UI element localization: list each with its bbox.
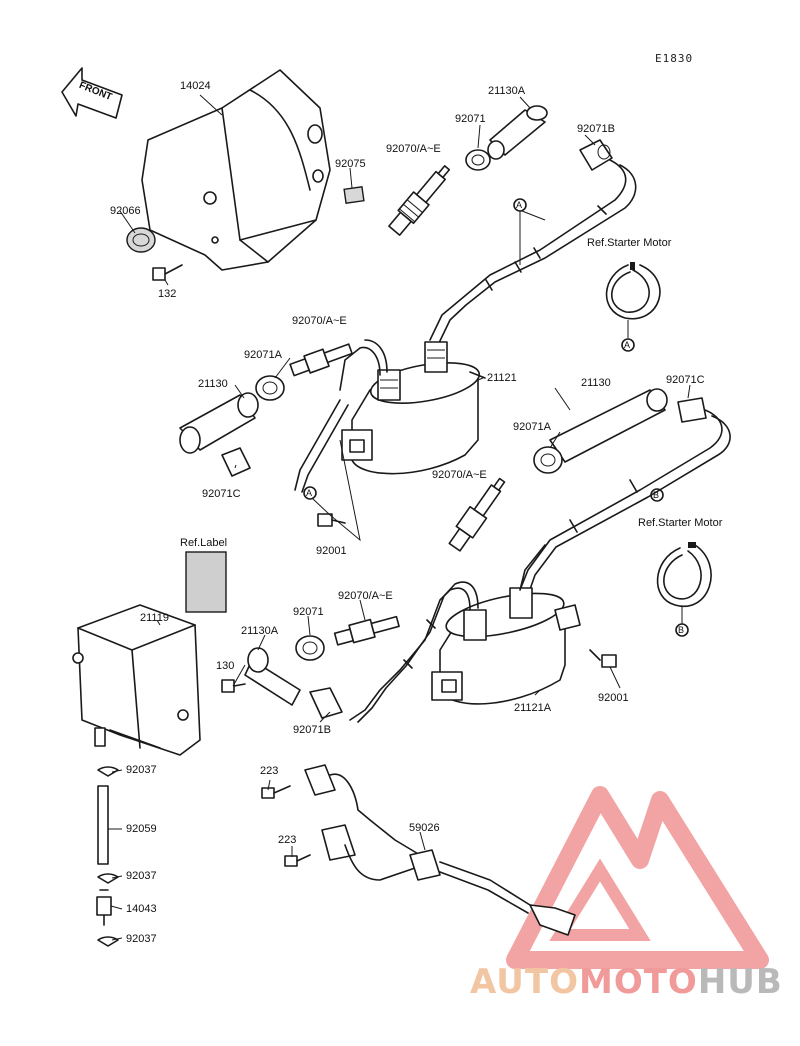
callout-a-mid xyxy=(303,486,317,500)
cap-92071-low xyxy=(295,635,325,661)
watermark-part-2: MOTO xyxy=(578,962,698,1002)
starter-ring-b xyxy=(656,542,712,624)
cap-92071-top xyxy=(465,149,491,171)
bolt-92001-low xyxy=(589,649,617,668)
label-21130-left: 21130 xyxy=(198,378,228,390)
grommet-92066 xyxy=(126,227,156,253)
label-132: 132 xyxy=(158,288,177,300)
label-92059: 92059 xyxy=(126,823,157,835)
label-92037-1: 92037 xyxy=(126,764,157,776)
label-92037-2: 92037 xyxy=(126,870,157,882)
front-arrow-icon xyxy=(61,67,123,119)
label-21121: 21121 xyxy=(487,372,517,384)
ref-starter-motor-2: Ref.Starter Motor xyxy=(638,517,723,529)
label-59026: 59026 xyxy=(409,822,440,834)
label-223-2: 223 xyxy=(278,834,297,846)
ref-a-top: A xyxy=(516,200,523,210)
cap-92071B-top xyxy=(579,139,613,171)
label-92070-top: 92070/A~E xyxy=(386,143,441,155)
lead-wire-top xyxy=(429,159,627,341)
spark-plug-mid xyxy=(289,343,353,377)
ref-starter-motor-1: Ref.Starter Motor xyxy=(587,237,672,249)
ref-a-mid: A xyxy=(306,488,313,498)
watermark-part-3: HUB xyxy=(697,962,783,1002)
label-92066: 92066 xyxy=(110,205,141,217)
boot-21130A-top xyxy=(487,105,548,160)
label-14024: 14024 xyxy=(180,80,211,92)
pad-92075 xyxy=(343,186,365,204)
cap-92071A-right xyxy=(533,446,563,474)
ref-label: Ref.Label xyxy=(180,537,228,549)
ref-label-sticker xyxy=(185,551,227,613)
bolt-132 xyxy=(152,264,183,281)
ignition-coil-21121A xyxy=(431,587,581,705)
cap-92071C-right xyxy=(677,397,707,423)
label-92070-low: 92070/A~E xyxy=(338,590,393,602)
ref-b-ring: B xyxy=(678,625,685,635)
starter-ring-a xyxy=(605,262,661,338)
cap-92071B-low xyxy=(309,687,343,719)
bolt-130 xyxy=(221,679,246,693)
label-130: 130 xyxy=(216,660,235,672)
label-21119: 21119 xyxy=(140,612,169,624)
label-14043: 14043 xyxy=(126,903,157,915)
sensor-harness-59026 xyxy=(261,764,576,936)
label-92070-right: 92070/A~E xyxy=(432,469,487,481)
label-92071-top: 92071 xyxy=(455,113,486,125)
label-92071B-top: 92071B xyxy=(577,123,615,135)
lead-wire-right xyxy=(519,409,723,591)
label-21130-right: 21130 xyxy=(581,377,611,389)
label-92071-low: 92071 xyxy=(293,606,324,618)
label-21130A-low: 21130A xyxy=(241,625,279,637)
diagram-code: E1830 xyxy=(655,52,694,65)
ignition-coil-21121 xyxy=(341,341,486,475)
leader-lines xyxy=(108,94,691,941)
label-92075: 92075 xyxy=(335,158,366,170)
label-92071A-left: 92071A xyxy=(244,349,282,361)
label-92001-mid: 92001 xyxy=(316,545,347,557)
label-92071B-low: 92071B xyxy=(293,724,331,736)
label-92071A-right: 92071A xyxy=(513,421,551,433)
label-92001-low: 92001 xyxy=(598,692,629,704)
watermark-triangle xyxy=(506,786,769,969)
bolt-223-top xyxy=(261,785,291,799)
label-223-1: 223 xyxy=(260,765,279,777)
ref-a-ring: A xyxy=(624,340,631,350)
label-92071C-right: 92071C xyxy=(666,374,705,386)
spark-plug-right xyxy=(448,477,506,552)
label-92070-mid: 92070/A~E xyxy=(292,315,347,327)
cap-92071A-left xyxy=(255,375,285,401)
spark-plug-low xyxy=(333,615,400,646)
spark-plug-top xyxy=(388,165,451,236)
vacuum-parts xyxy=(96,766,119,947)
bolt-223-low xyxy=(284,854,311,867)
boot-21130A-low xyxy=(244,647,301,706)
ref-b-mid: B xyxy=(653,490,660,500)
cap-92071C-left xyxy=(221,447,251,477)
label-21121A: 21121A xyxy=(514,702,552,714)
cdi-unit-21119 xyxy=(72,604,201,756)
watermark-part-1: AUTO xyxy=(470,962,579,1002)
label-21130A-top: 21130A xyxy=(488,85,526,97)
label-92037-3: 92037 xyxy=(126,933,157,945)
boot-21130-left xyxy=(179,392,259,454)
cover-14024 xyxy=(141,69,331,271)
callout-a-ring xyxy=(621,338,635,352)
boot-21130-right xyxy=(549,388,668,463)
label-92071C-left: 92071C xyxy=(202,488,241,500)
watermark-logo: AUTOMOTOHUB xyxy=(470,962,800,1002)
